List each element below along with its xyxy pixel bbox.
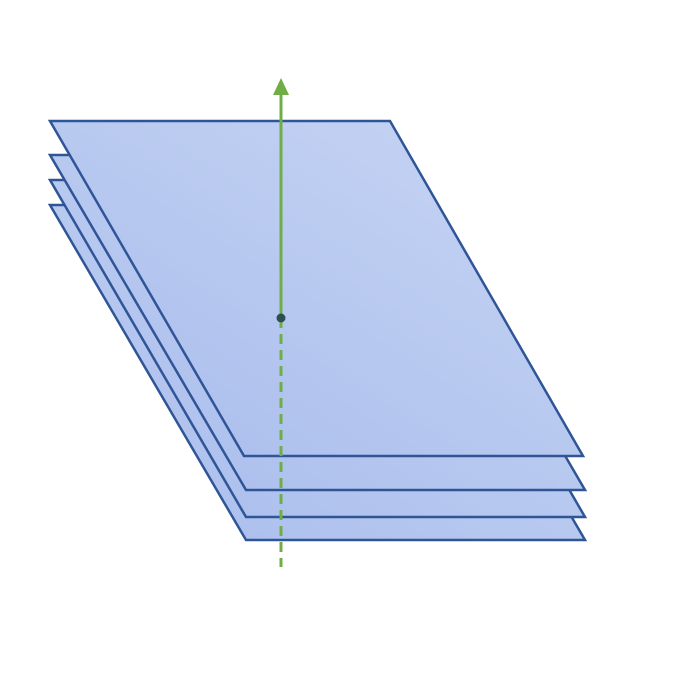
plane-layer-top xyxy=(47,119,586,458)
pivot-point xyxy=(276,313,286,323)
up-arrow-icon xyxy=(273,78,289,95)
